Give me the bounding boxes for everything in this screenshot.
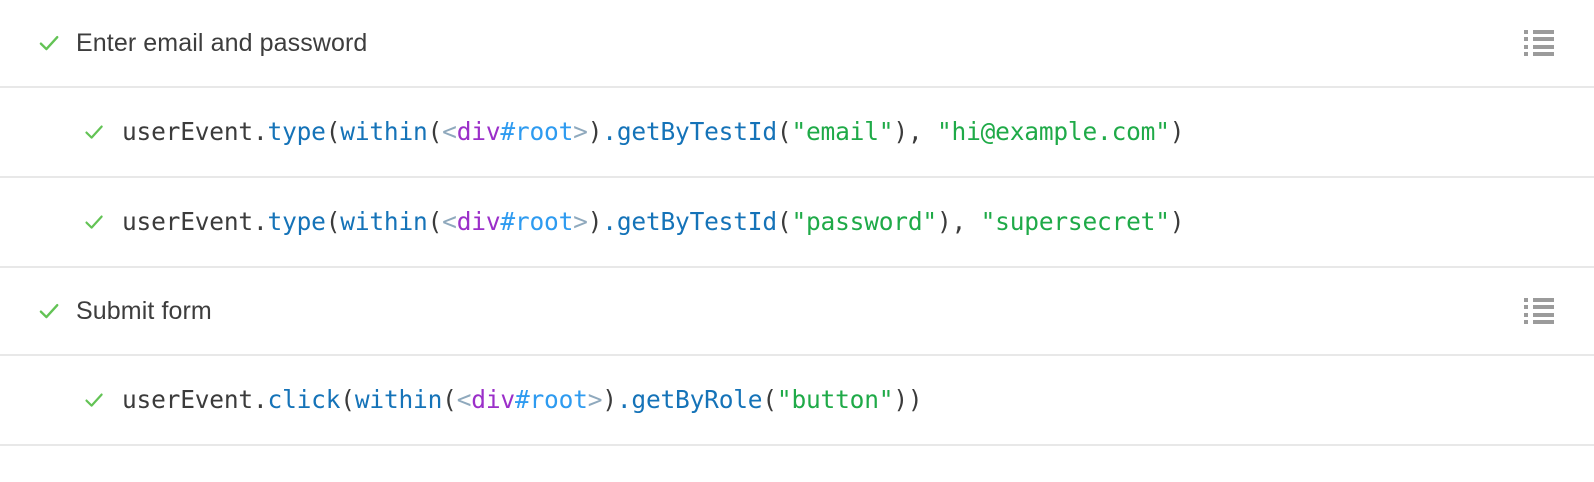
code-token: "button" [776, 384, 894, 414]
list-icon-bar [1533, 51, 1554, 56]
code-token: ( [427, 206, 443, 236]
list-icon-bar [1533, 298, 1554, 302]
code-token: ) [1169, 206, 1185, 236]
list-icon[interactable] [1524, 298, 1554, 324]
list-icon-bar [1533, 30, 1554, 34]
list-icon-bullet [1524, 37, 1528, 42]
code-token: "supersecret" [980, 206, 1170, 236]
code-token: < [456, 384, 472, 414]
code-token: ( [427, 116, 443, 146]
code-token: ( [325, 116, 341, 146]
list-icon-bar [1533, 44, 1554, 49]
code-token: within [354, 384, 443, 414]
list-icon-bullet [1524, 44, 1528, 49]
list-icon[interactable] [1524, 30, 1554, 56]
code-token: ), [936, 206, 981, 236]
code-token: div [456, 206, 501, 236]
code-token: ( [442, 384, 457, 414]
list-icon-bullet [1524, 51, 1528, 56]
code-token: "hi@example.com" [936, 116, 1170, 146]
list-icon-line [1524, 51, 1554, 56]
code-token: ( [762, 384, 777, 414]
code-token: userEvent. [122, 206, 268, 236]
command-code: userEvent.type(within(<div#root>).getByT… [122, 116, 1185, 146]
code-token: . [616, 384, 632, 414]
check-icon [82, 120, 106, 144]
code-token: ( [776, 206, 792, 236]
code-token: within [340, 206, 428, 236]
list-icon-line [1524, 37, 1554, 42]
test-suite-row[interactable]: Enter email and password [0, 0, 1594, 88]
test-command-row[interactable]: userEvent.type(within(<div#root>).getByT… [0, 178, 1594, 268]
test-command-row[interactable]: userEvent.type(within(<div#root>).getByT… [0, 88, 1594, 178]
list-icon-bullet [1524, 319, 1528, 324]
list-icon-bullet [1524, 30, 1528, 34]
list-icon-line [1524, 312, 1554, 317]
code-token: click [267, 384, 341, 414]
command-code: userEvent.click(within(<div#root>).getBy… [122, 384, 923, 414]
list-icon-bar [1533, 319, 1554, 324]
code-token: )) [893, 384, 923, 414]
code-token: #root [514, 384, 588, 414]
code-token: getByTestId [616, 116, 777, 146]
code-token: getByRole [631, 384, 763, 414]
list-icon-line [1524, 30, 1554, 34]
test-suite-row[interactable]: Submit form [0, 268, 1594, 356]
code-token: ) [587, 116, 603, 146]
code-token: < [442, 116, 457, 146]
code-token: userEvent. [122, 384, 268, 414]
code-token: "email" [791, 116, 894, 146]
code-token: > [587, 384, 603, 414]
list-icon-line [1524, 305, 1554, 310]
code-token: type [267, 116, 326, 146]
list-icon-bullet [1524, 305, 1528, 310]
check-icon [82, 388, 106, 412]
code-token: . [602, 206, 617, 236]
code-token: userEvent. [122, 116, 268, 146]
list-icon-bullet [1524, 298, 1528, 302]
code-token: . [602, 116, 617, 146]
list-icon-line [1524, 44, 1554, 49]
code-token: "password" [791, 206, 937, 236]
list-icon-bar [1533, 305, 1554, 310]
code-token: ( [340, 384, 355, 414]
test-suite-title: Enter email and password [76, 28, 368, 57]
code-token: ( [776, 116, 792, 146]
code-token: div [471, 384, 515, 414]
code-token: div [456, 116, 501, 146]
code-token: ) [1169, 116, 1185, 146]
test-command-row[interactable]: userEvent.click(within(<div#root>).getBy… [0, 356, 1594, 446]
list-icon-line [1524, 319, 1554, 324]
code-token: type [267, 206, 326, 236]
check-icon [36, 298, 62, 324]
command-code: userEvent.type(within(<div#root>).getByT… [122, 206, 1185, 236]
code-token: #root [500, 116, 574, 146]
code-token: ), [893, 116, 937, 146]
code-token: < [442, 206, 457, 236]
code-token: ) [602, 384, 617, 414]
code-token: getByTestId [616, 206, 777, 236]
code-token: ) [587, 206, 603, 236]
code-token: > [573, 206, 588, 236]
code-token: ( [325, 206, 341, 236]
list-icon-line [1524, 298, 1554, 302]
check-icon [82, 210, 106, 234]
test-suite-title: Submit form [76, 296, 212, 325]
code-token: > [573, 116, 588, 146]
check-icon [36, 30, 62, 56]
list-icon-bar [1533, 37, 1554, 42]
code-token: within [340, 116, 428, 146]
list-icon-bar [1533, 312, 1554, 317]
list-icon-bullet [1524, 312, 1528, 317]
code-token: #root [500, 206, 574, 236]
